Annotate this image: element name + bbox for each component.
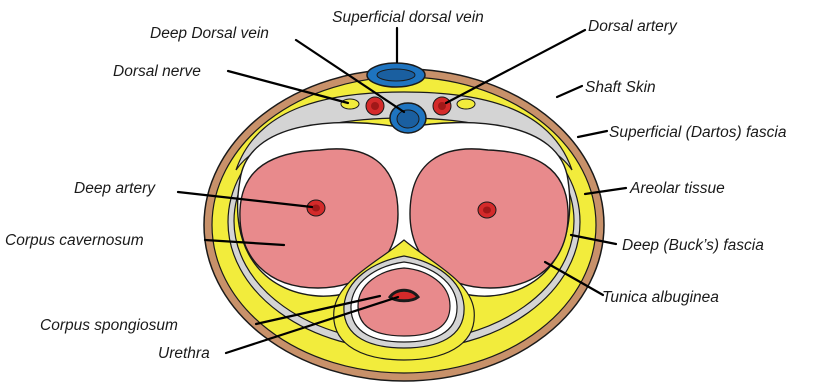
leader-dorsal-artery (446, 30, 585, 103)
label-dorsal-artery: Dorsal artery (588, 18, 678, 35)
dorsal-artery-right-lumen (438, 102, 446, 110)
label-corpus-cavernosum: Corpus cavernosum (5, 232, 144, 249)
leader-shaft-skin (557, 86, 582, 97)
label-deep-fascia: Deep (Buck’s) fascia (622, 237, 764, 254)
superficial-dorsal-vein-inner (377, 69, 415, 81)
dorsal-nerve-right (457, 99, 475, 109)
label-deep-artery: Deep artery (74, 180, 156, 197)
label-shaft-skin: Shaft Skin (585, 79, 656, 96)
label-corpus-spongiosum: Corpus spongiosum (40, 317, 178, 334)
leader-superficial-fascia (578, 131, 607, 137)
dorsal-nerve-left (341, 99, 359, 109)
label-deep-dorsal-vein: Deep Dorsal vein (150, 25, 269, 42)
label-urethra: Urethra (158, 345, 210, 362)
label-superficial-fascia: Superficial (Dartos) fascia (609, 124, 787, 141)
deep-artery-left-lumen (312, 205, 320, 212)
label-tunica-albuginea: Tunica albuginea (602, 289, 719, 306)
deep-artery-right-lumen (483, 207, 491, 214)
label-areolar-tissue: Areolar tissue (629, 180, 725, 197)
label-dorsal-nerve: Dorsal nerve (113, 63, 201, 80)
deep-dorsal-vein-inner (397, 110, 419, 128)
label-superficial-dorsal-vein: Superficial dorsal vein (332, 9, 484, 26)
dorsal-artery-left-lumen (371, 102, 379, 110)
